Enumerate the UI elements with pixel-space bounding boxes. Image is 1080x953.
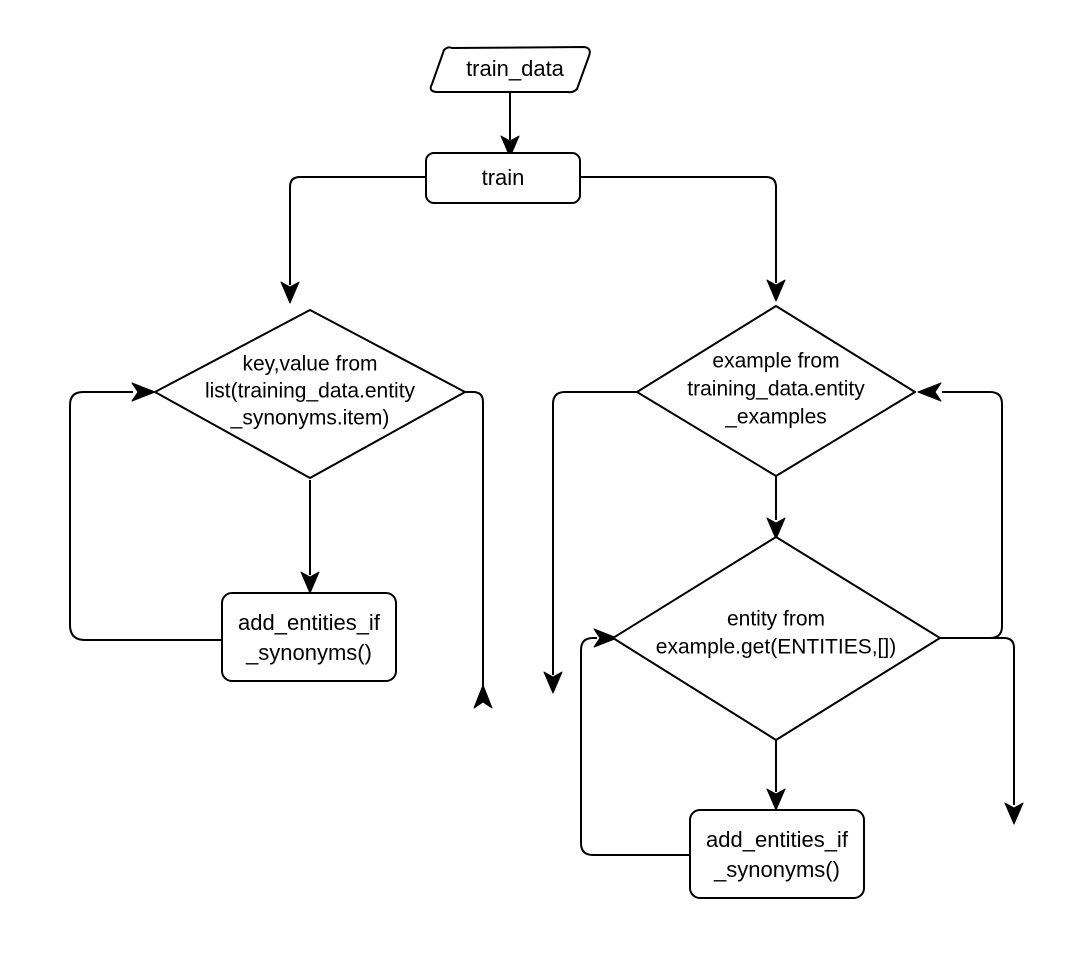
edge-loop-synonyms-exit <box>462 391 493 709</box>
node-loop-entities[interactable]: entity from example.get(ENTITIES,[]) <box>612 536 941 741</box>
node-train-label: train <box>482 165 525 190</box>
node-add-entities-left[interactable]: add_entities_if _synonyms() <box>221 592 397 682</box>
edge-loop-examples-exit <box>543 391 637 694</box>
node-train-data[interactable]: train_data <box>429 46 591 94</box>
node-add-entities-right[interactable]: add_entities_if _synonyms() <box>689 809 865 899</box>
node-loop-entities-line-1: entity from <box>727 608 825 631</box>
node-loop-synonyms-line-2: list(training_data.entity <box>205 380 416 403</box>
node-add-entities-left-line-2: _synonyms() <box>245 640 372 665</box>
node-add-entities-right-line-2: _synonyms() <box>713 857 840 882</box>
node-train[interactable]: train <box>425 152 581 204</box>
edge-add-entities-right-loopback <box>580 628 690 856</box>
node-loop-synonyms-line-1: key,value from <box>243 353 378 376</box>
node-loop-synonyms[interactable]: key,value from list(training_data.entity… <box>154 309 466 479</box>
edge-loop-entities-to-loop-examples <box>917 382 1003 639</box>
node-add-entities-left-line-1: add_entities_if <box>238 610 381 635</box>
node-loop-examples-line-1: example from <box>712 350 839 373</box>
edge-train-to-loop-synonyms <box>280 176 425 304</box>
edge-loop-synonyms-to-add-entities-left <box>300 480 320 594</box>
edge-add-entities-left-loopback <box>69 382 222 641</box>
node-loop-examples-line-3: _examples <box>724 406 827 429</box>
node-add-entities-right-line-1: add_entities_if <box>706 827 849 852</box>
edge-loop-entities-to-add-entities-right <box>766 740 786 811</box>
node-train-data-label: train_data <box>466 56 565 81</box>
edge-train-to-loop-examples <box>580 176 786 302</box>
edge-loop-entities-exit <box>938 637 1024 825</box>
node-loop-examples[interactable]: example from training_data.entity _examp… <box>636 305 916 477</box>
edge-loop-examples-to-loop-entities <box>766 475 786 540</box>
edge-train-data-to-train <box>500 93 520 158</box>
node-loop-entities-line-2: example.get(ENTITIES,[]) <box>656 636 896 659</box>
node-loop-examples-line-2: training_data.entity <box>687 378 865 401</box>
node-loop-synonyms-line-3: _synonyms.item) <box>230 407 390 430</box>
